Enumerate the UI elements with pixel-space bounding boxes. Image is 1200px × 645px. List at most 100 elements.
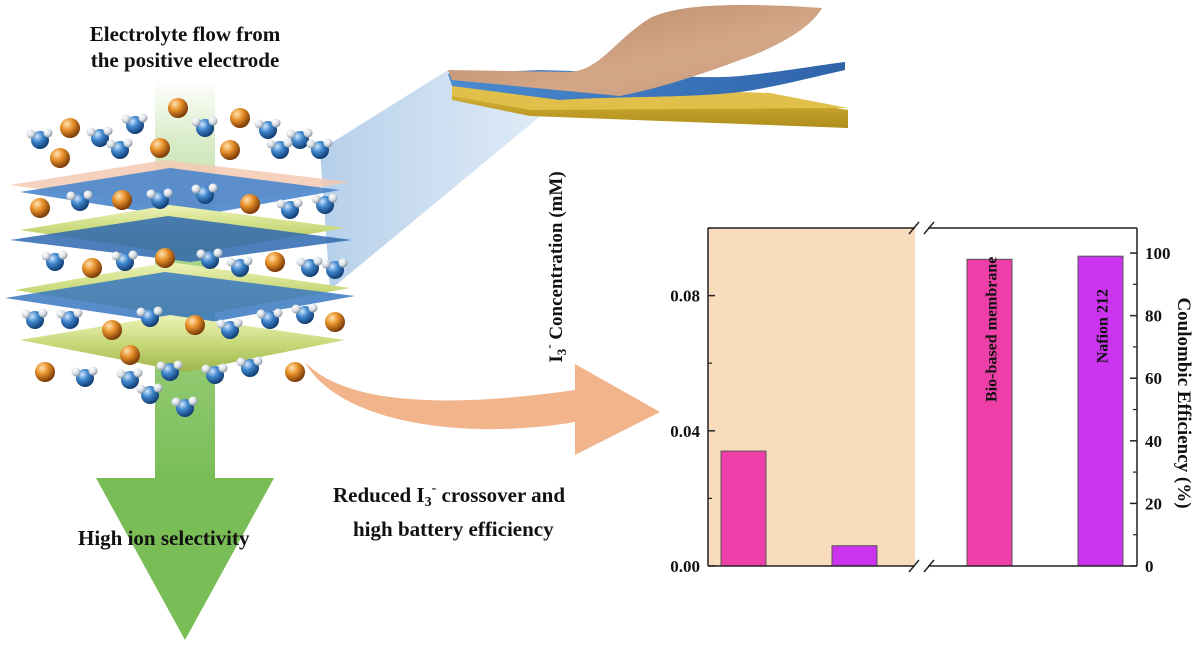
iodine-ion — [168, 98, 188, 118]
left-axis-label-sup: - — [541, 344, 556, 349]
iodine-ion — [285, 362, 305, 382]
hydrogen-atom — [291, 304, 301, 314]
chart: Bio-based membrane Nafion 212 0.00 0.04 0.0… — [670, 221, 1171, 576]
hydrogen-atom — [273, 308, 283, 318]
hydrogen-atom — [83, 190, 93, 200]
hydrogen-atom — [41, 251, 51, 261]
iodine-ion — [112, 190, 132, 210]
hydrogen-atom — [58, 250, 68, 260]
hydrogen-atom — [296, 257, 306, 267]
hydrogen-atom — [21, 309, 31, 319]
hydrogen-atom — [283, 138, 293, 148]
hydrogen-atom — [233, 318, 243, 328]
iodine-ion — [155, 248, 175, 268]
hydrogen-atom — [253, 356, 263, 366]
iodine-ion — [185, 315, 205, 335]
axis-break-mark-2 — [923, 221, 935, 235]
hydrogen-atom — [311, 194, 321, 204]
iodine-ion — [150, 138, 170, 158]
hydrogen-atom — [308, 303, 318, 313]
iodine-ion — [240, 194, 260, 214]
bar-right-2 — [1077, 255, 1124, 567]
hydrogen-atom — [256, 309, 266, 319]
hydrogen-atom — [188, 396, 198, 406]
left-tick-label-3: 0.08 — [670, 287, 700, 306]
hydrogen-atom — [243, 256, 253, 266]
right-tick-label-4: 60 — [1145, 369, 1162, 388]
hydrogen-atom — [26, 129, 36, 139]
iodine-ion — [60, 118, 80, 138]
bar-right-2-label: Nafion 212 — [1095, 289, 1112, 363]
flow-label: Electrolyte flow from the positive elect… — [40, 21, 330, 73]
hydrogen-atom — [323, 138, 333, 148]
hydrogen-atom — [226, 257, 236, 267]
reduced-label-post: crossover and — [436, 483, 565, 507]
hydrogen-atom — [153, 306, 163, 316]
hydrogen-atom — [303, 128, 313, 138]
hydrogen-atom — [236, 357, 246, 367]
hydrogen-atom — [163, 188, 173, 198]
hydrogen-atom — [133, 368, 143, 378]
left-tick-label-1: 0.00 — [670, 557, 700, 576]
left-axis-label: I3- Concentration (mM) — [536, 142, 575, 392]
membrane-stack — [5, 98, 355, 417]
hydrogen-atom — [271, 118, 281, 128]
hydrogen-atom — [286, 129, 296, 139]
hydrogen-atom — [116, 369, 126, 379]
left-tick-label-2: 0.04 — [670, 422, 700, 441]
hydrogen-atom — [173, 360, 183, 370]
iodine-ion — [230, 108, 250, 128]
hydrogen-atom — [156, 361, 166, 371]
reduced-label-line2: high battery efficiency — [353, 517, 554, 541]
hydrogen-atom — [138, 113, 148, 123]
left-axis-label-pre: I — [546, 355, 567, 363]
iodine-ion — [35, 362, 55, 382]
hydrogen-atom — [276, 199, 286, 209]
hydrogen-atom — [293, 198, 303, 208]
hydrogen-atom — [196, 249, 206, 259]
reduced-crossover-label: Reduced I3- crossover and high battery e… — [333, 476, 565, 542]
left-axis-label-sub: 3 — [554, 348, 569, 356]
right-tick-label-2: 20 — [1145, 494, 1162, 513]
bar-right-1-label: Bio-based membrane — [984, 257, 1001, 402]
iodine-ion — [82, 258, 102, 278]
membrane-sheets-illustration — [448, 5, 848, 128]
iodine-ion — [120, 345, 140, 365]
axis-break-mark-4 — [923, 559, 935, 573]
right-axis-label: Coulombic Efficiency (%) — [1173, 297, 1194, 509]
reduced-label-sub: 3 — [424, 495, 432, 510]
hydrogen-atom — [191, 184, 201, 194]
hydrogen-atom — [254, 119, 264, 129]
iodine-ion — [102, 320, 122, 340]
flow-label-line2: the positive electrode — [90, 48, 280, 72]
ion-molecules — [21, 98, 348, 417]
iodine-ion — [265, 252, 285, 272]
flow-label-line1: Electrolyte flow from — [89, 22, 281, 46]
hydrogen-atom — [218, 363, 228, 373]
left-axis-label-post: Concentration (mM) — [546, 171, 567, 345]
hydrogen-atom — [266, 139, 276, 149]
zoom-projection — [320, 70, 560, 290]
iodine-ion — [30, 198, 50, 218]
bar-left-2 — [831, 545, 878, 567]
hydrogen-atom — [43, 128, 53, 138]
hydrogen-atom — [66, 191, 76, 201]
hydrogen-atom — [71, 367, 81, 377]
selectivity-label: High ion selectivity — [78, 526, 250, 550]
hydrogen-atom — [121, 114, 131, 124]
reduced-label-pre: Reduced I — [333, 483, 425, 507]
hydrogen-atom — [136, 307, 146, 317]
iodine-ion — [220, 140, 240, 160]
hydrogen-atom — [123, 138, 133, 148]
hydrogen-atom — [103, 126, 113, 136]
hydrogen-atom — [136, 384, 146, 394]
hydrogen-atom — [338, 258, 348, 268]
right-tick-label-6: 100 — [1145, 244, 1171, 263]
hydrogen-atom — [153, 383, 163, 393]
axis-break-mark-1 — [908, 221, 920, 235]
hydrogen-atom — [73, 308, 83, 318]
hydrogen-atom — [191, 117, 201, 127]
hydrogen-atom — [321, 259, 331, 269]
right-tick-label-5: 80 — [1145, 307, 1162, 326]
